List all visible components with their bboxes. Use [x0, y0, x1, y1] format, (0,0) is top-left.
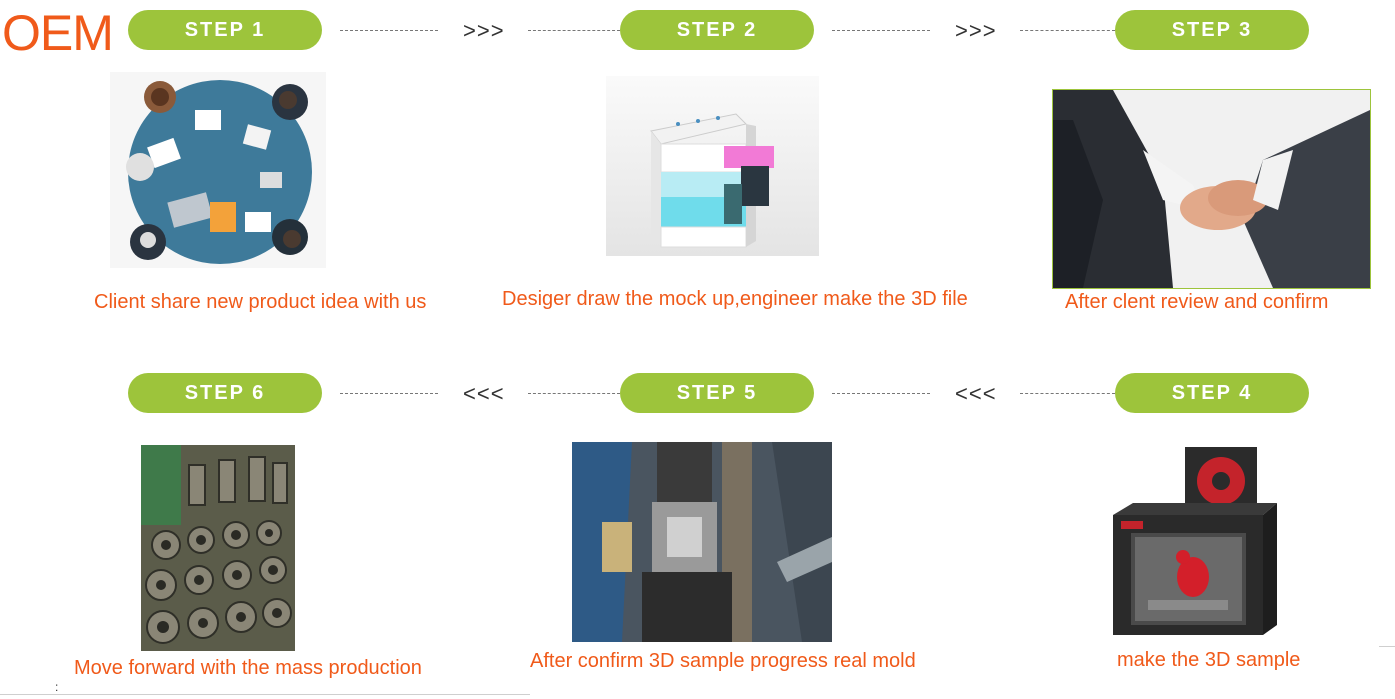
bottom-rule [0, 694, 530, 695]
mold-machine-image [572, 442, 832, 642]
page-title: OEM [2, 5, 114, 61]
mass-production-parts-image [141, 445, 295, 651]
step-2-caption: Desiger draw the mock up,engineer make t… [502, 288, 968, 310]
mold-3d-render-image [606, 76, 819, 256]
bottom-rule-right [1379, 646, 1395, 647]
meeting-table-image [110, 72, 326, 268]
step-5-pill: STEP 5 [620, 373, 814, 413]
step-3-caption: After clent review and confirm [1065, 291, 1329, 313]
step-4-pill: STEP 4 [1115, 373, 1309, 413]
step-6-pill: STEP 6 [128, 373, 322, 413]
dashed-connector [340, 393, 438, 394]
step-4-caption: make the 3D sample [1117, 649, 1301, 671]
step-1-pill: STEP 1 [128, 10, 322, 50]
step-6-caption: Move forward with the mass production [74, 657, 422, 679]
step-1-caption: Client share new product idea with us [94, 291, 427, 313]
dashed-connector [528, 30, 620, 31]
footnote-mark: : [55, 680, 59, 694]
dashed-connector [832, 30, 930, 31]
dashed-connector [528, 393, 620, 394]
dashed-connector [1020, 30, 1115, 31]
forward-arrow: >>> [463, 18, 505, 43]
step-5-caption: After confirm 3D sample progress real mo… [530, 650, 916, 672]
step-2-pill: STEP 2 [620, 10, 814, 50]
dashed-connector [1020, 393, 1115, 394]
back-arrow: <<< [463, 381, 505, 406]
back-arrow: <<< [955, 381, 997, 406]
handshake-image [1052, 89, 1371, 289]
dashed-connector [832, 393, 930, 394]
dashed-connector [340, 30, 438, 31]
3d-printer-image [1113, 445, 1277, 643]
step-3-pill: STEP 3 [1115, 10, 1309, 50]
forward-arrow: >>> [955, 18, 997, 43]
